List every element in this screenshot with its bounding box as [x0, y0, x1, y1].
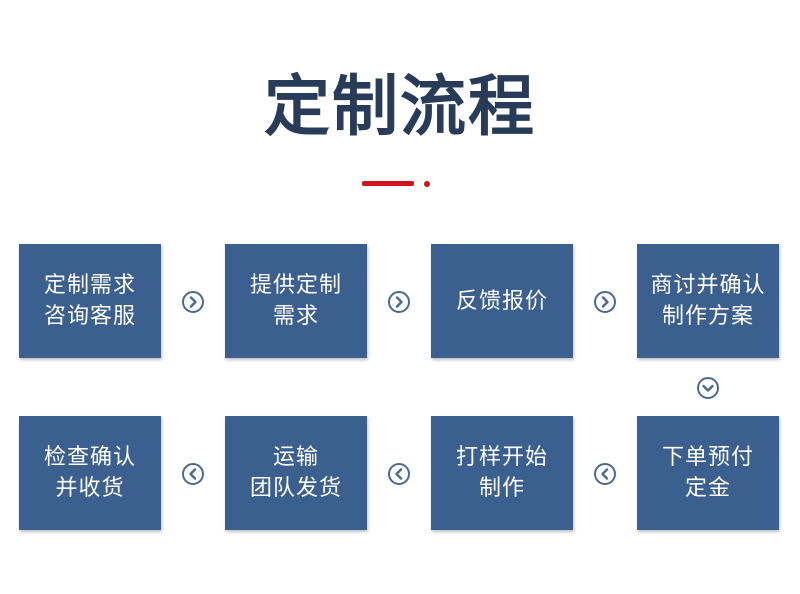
step-1-box: 定制需求 咨询客服	[19, 244, 161, 358]
chevron-right-circle-icon	[594, 291, 616, 313]
step-8-label: 检查确认 并收货	[43, 445, 136, 501]
chevron-left-circle-icon	[182, 463, 204, 485]
step-7-label: 运输 团队发货	[249, 445, 342, 501]
chevron-down-circle-icon	[697, 377, 719, 399]
step-4-box: 商讨并确认 制作方案	[637, 244, 779, 358]
step-4-label: 商讨并确认 制作方案	[650, 273, 766, 329]
chevron-right-circle-icon	[388, 291, 410, 313]
step-2-box: 提供定制 需求	[225, 244, 367, 358]
step-3-label: 反馈报价	[455, 288, 548, 314]
title-underline-dot	[424, 181, 430, 187]
step-7-box: 运输 团队发货	[225, 416, 367, 530]
step-1-label: 定制需求 咨询客服	[43, 273, 136, 329]
step-8-box: 检查确认 并收货	[19, 416, 161, 530]
step-3-box: 反馈报价	[431, 244, 573, 358]
title-underline	[362, 181, 414, 186]
chevron-left-circle-icon	[594, 463, 616, 485]
chevron-left-circle-icon	[388, 463, 410, 485]
page-title: 定制流程	[264, 68, 536, 145]
chevron-right-circle-icon	[182, 291, 204, 313]
step-6-label: 打样开始 制作	[455, 445, 548, 501]
step-5-box: 下单预付 定金	[637, 416, 779, 530]
step-5-label: 下单预付 定金	[661, 445, 754, 501]
step-2-label: 提供定制 需求	[249, 273, 342, 329]
step-6-box: 打样开始 制作	[431, 416, 573, 530]
